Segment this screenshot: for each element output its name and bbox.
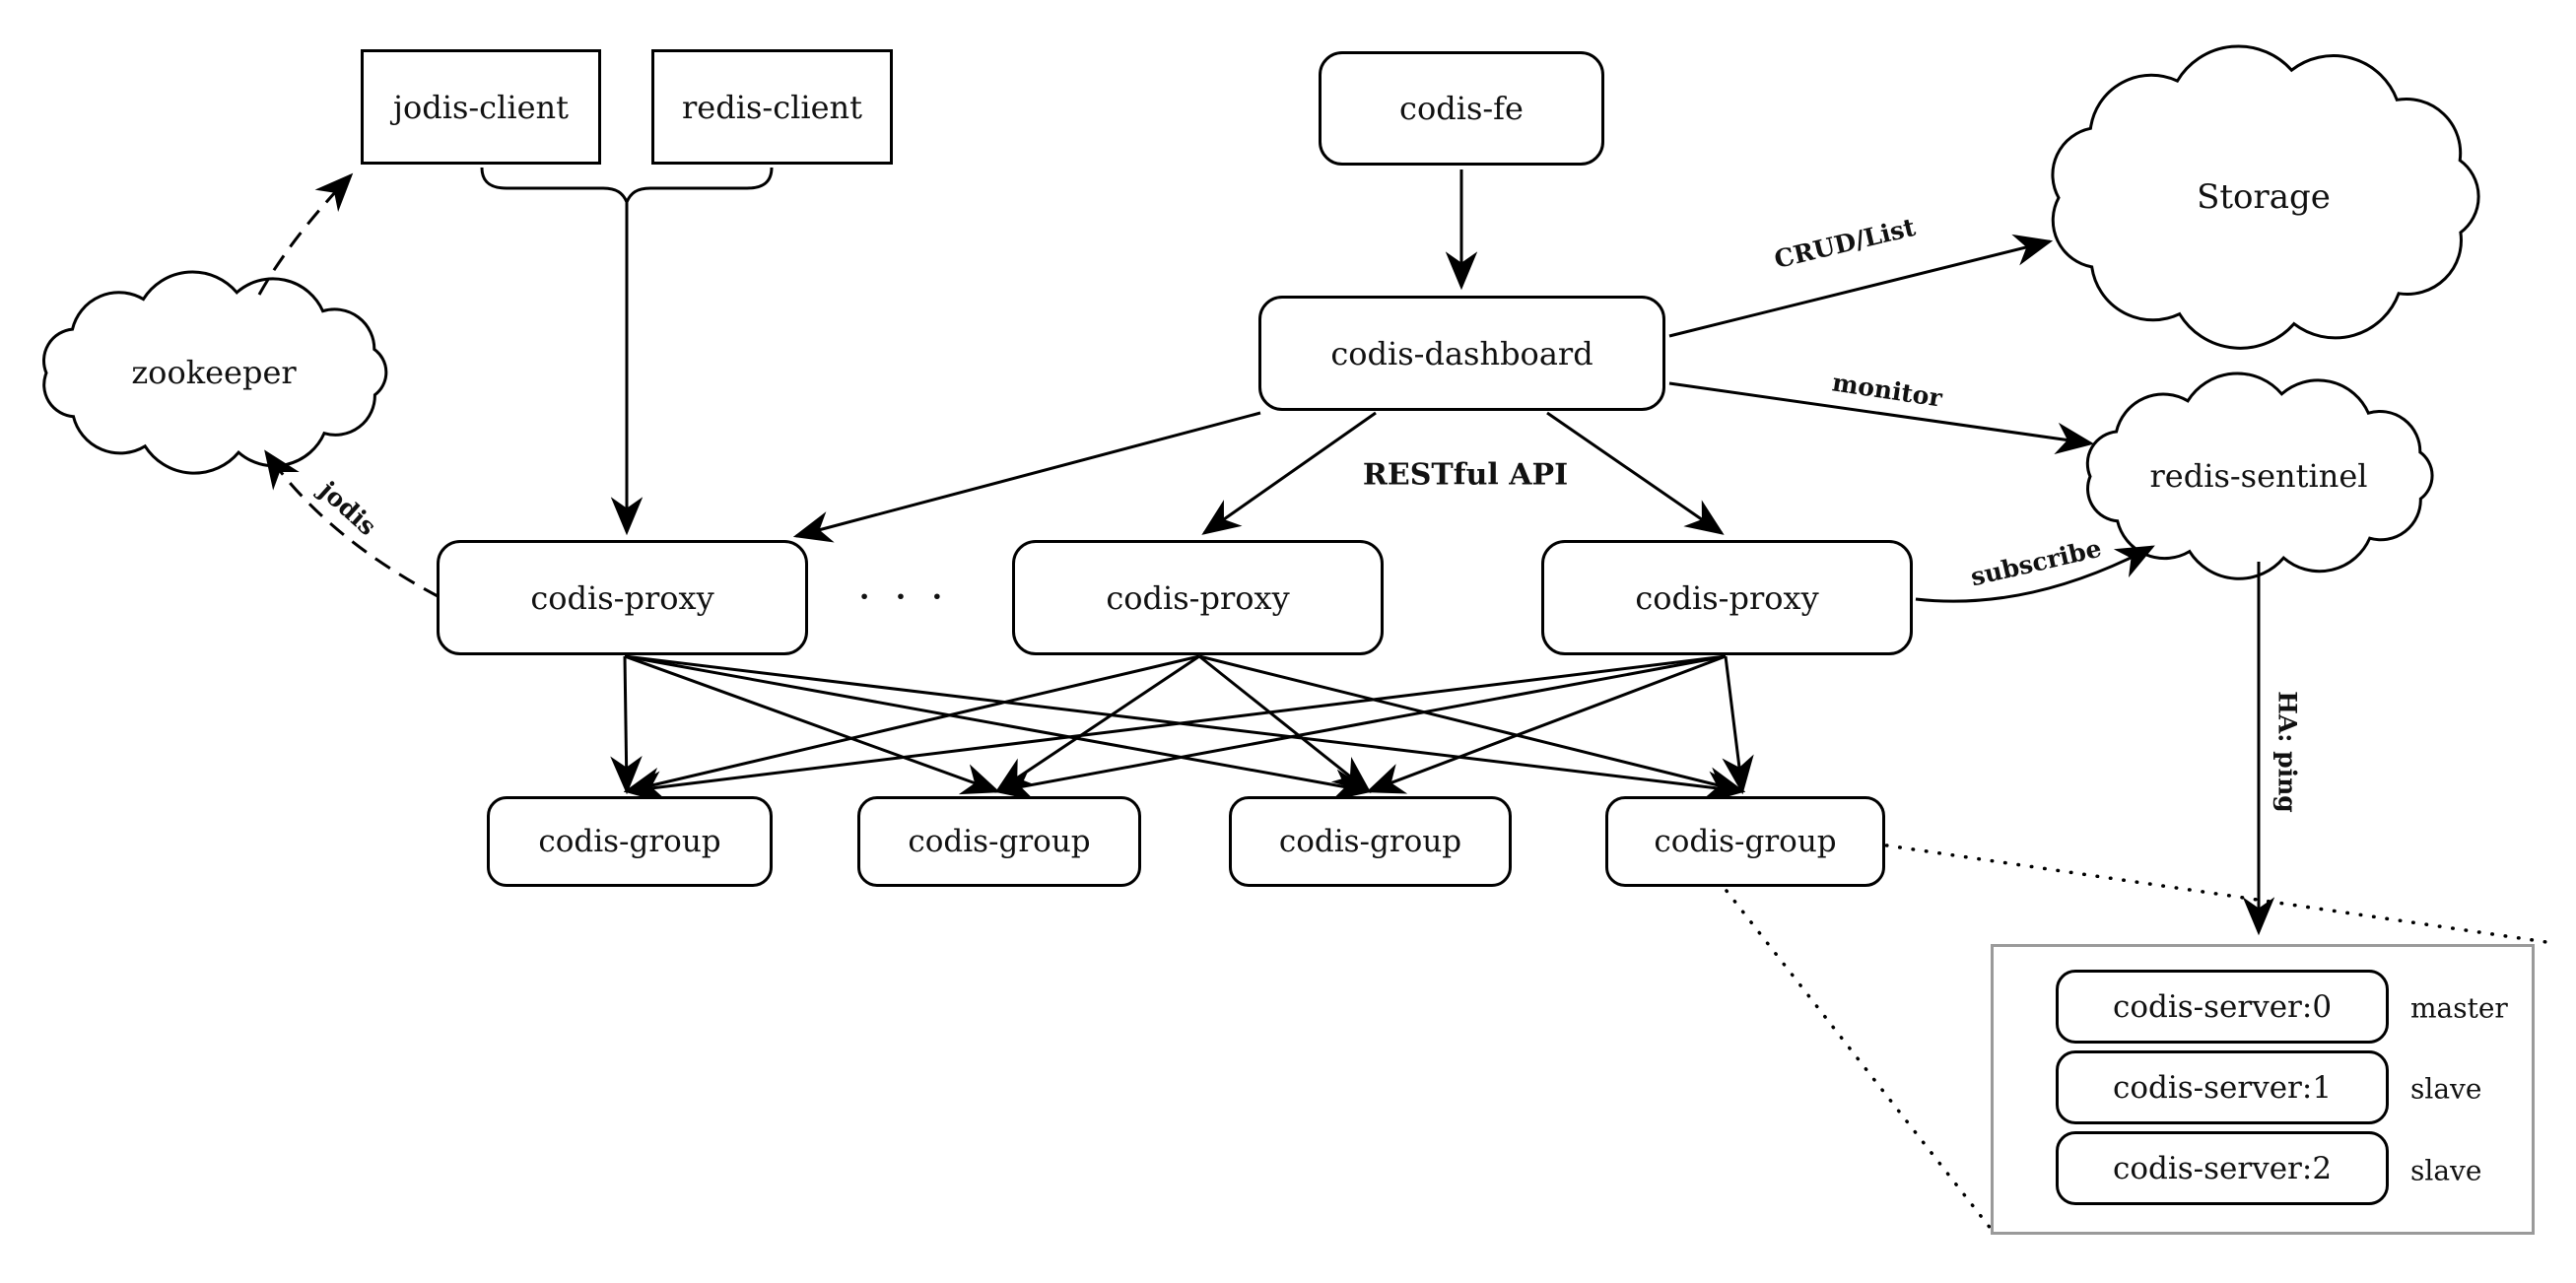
server-role-slave-1: slave bbox=[2410, 1072, 2482, 1106]
node-codis-server-0: codis-server:0 bbox=[2056, 970, 2389, 1044]
edge-crud-to-storage bbox=[1668, 234, 2054, 338]
edge-monitor-to-sentinel bbox=[1668, 381, 2095, 455]
edge-proxy2-to-group1 bbox=[623, 654, 1200, 799]
edge-proxy1-to-group2 bbox=[624, 654, 1001, 795]
edge-proxy2-to-group2 bbox=[994, 654, 1200, 793]
node-codis-group-4: codis-group bbox=[1605, 796, 1885, 887]
dotted-group4-to-container-bottom bbox=[1725, 889, 1994, 1232]
node-codis-proxy-1: codis-proxy bbox=[437, 540, 808, 655]
edge-proxy3-to-group4 bbox=[1722, 655, 1754, 795]
server-role-master: master bbox=[2410, 991, 2508, 1025]
node-redis-client: redis-client bbox=[651, 49, 893, 165]
cloud-zookeeper: zookeeper bbox=[131, 354, 297, 391]
node-codis-server-2: codis-server:2 bbox=[2056, 1131, 2389, 1205]
cloud-storage: Storage bbox=[2197, 177, 2331, 217]
edge-dashboard-to-proxy1 bbox=[792, 411, 1261, 543]
edge-dashboard-to-proxy3 bbox=[1546, 411, 1725, 535]
edge-proxy2-to-group4 bbox=[1198, 654, 1746, 799]
node-jodis-client: jodis-client bbox=[361, 49, 601, 165]
node-codis-dashboard: codis-dashboard bbox=[1258, 296, 1665, 411]
edge-proxy1-to-group1 bbox=[610, 655, 643, 795]
edge-zookeeper-to-jodis-client-dashed bbox=[257, 172, 354, 296]
node-codis-server-1: codis-server:1 bbox=[2056, 1050, 2389, 1124]
server-role-slave-2: slave bbox=[2410, 1154, 2482, 1187]
zookeeper-cloud-shape bbox=[42, 270, 388, 475]
dotted-group4-to-container-top bbox=[1871, 842, 2548, 944]
node-codis-group-3: codis-group bbox=[1229, 796, 1512, 887]
edge-subscribe-to-sentinel bbox=[1915, 545, 2155, 603]
proxy-ellipsis: · · · bbox=[858, 579, 951, 615]
edge-label-restful-api: RESTful API bbox=[1362, 457, 1569, 493]
edge-proxy3-to-group2 bbox=[993, 654, 1727, 801]
edge-label-ha-ping: HA: ping bbox=[2272, 691, 2302, 813]
node-codis-proxy-3: codis-proxy bbox=[1541, 540, 1913, 655]
node-codis-proxy-2: codis-proxy bbox=[1012, 540, 1384, 655]
clients-brace bbox=[480, 167, 774, 206]
edge-proxy1-to-group3 bbox=[624, 654, 1373, 801]
storage-cloud-shape bbox=[2051, 44, 2480, 350]
edge-proxy3-to-group3 bbox=[1365, 654, 1727, 794]
node-codis-fe: codis-fe bbox=[1319, 51, 1604, 166]
node-codis-group-1: codis-group bbox=[487, 796, 773, 887]
edge-proxy1-to-zookeeper-dashed bbox=[264, 449, 441, 599]
node-codis-group-2: codis-group bbox=[857, 796, 1141, 887]
edge-proxy3-to-group1 bbox=[623, 654, 1727, 803]
edge-dashboard-to-proxy2 bbox=[1201, 411, 1377, 535]
edge-proxy2-to-group3 bbox=[1198, 654, 1372, 794]
cloud-redis-sentinel: redis-sentinel bbox=[2149, 457, 2368, 495]
